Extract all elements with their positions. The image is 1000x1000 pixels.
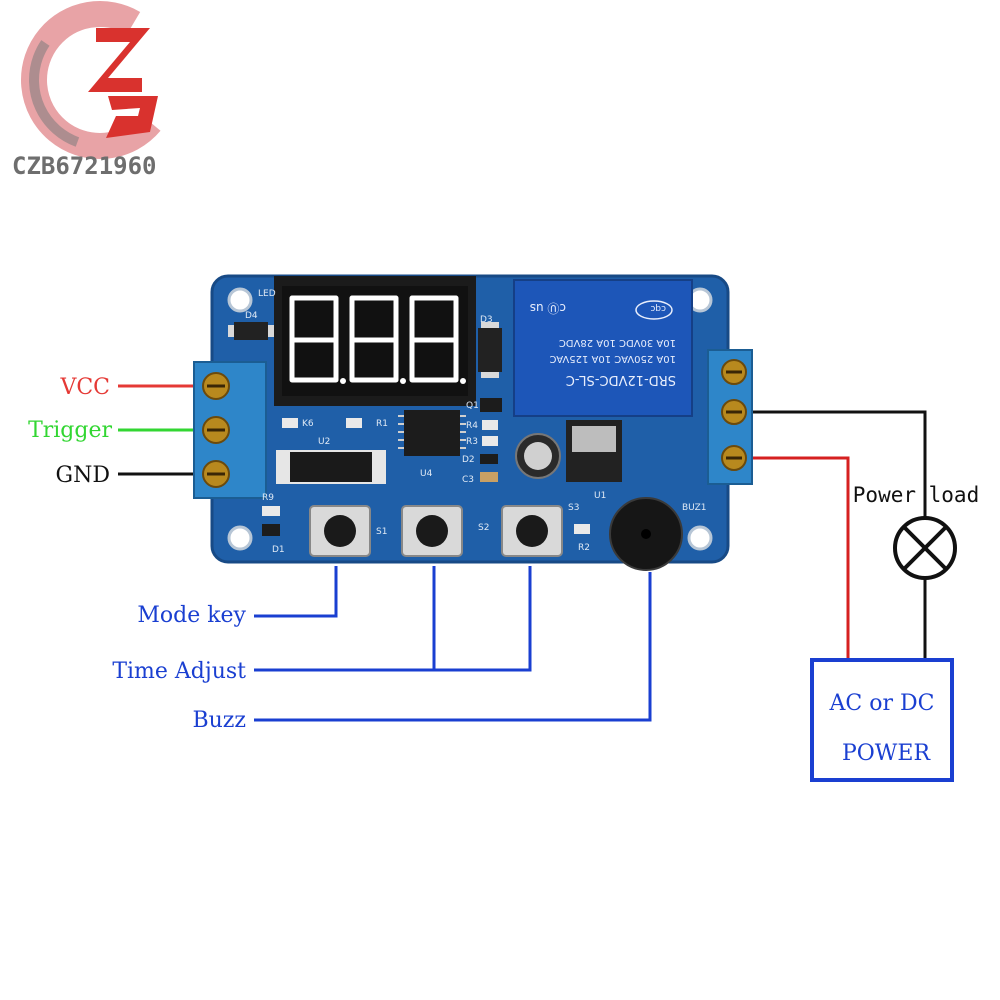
resistor-r4 xyxy=(482,420,498,430)
diode-d4 xyxy=(234,322,268,340)
silk-k6: K6 xyxy=(302,419,314,429)
mount-hole-bl xyxy=(227,525,253,551)
diode-d4-pad-l xyxy=(228,325,234,337)
silk-s3: S3 xyxy=(568,503,579,513)
logo-ring-shadow xyxy=(29,9,171,151)
buzzer-hole xyxy=(641,529,651,539)
label-trigger: Trigger xyxy=(28,418,112,443)
silk-d1: D1 xyxy=(272,545,285,555)
silk-q1: Q1 xyxy=(466,401,479,411)
output-wires xyxy=(738,410,927,660)
label-power-load: Power load xyxy=(853,483,979,507)
silk-r9: R9 xyxy=(262,493,274,503)
silk-d3: D3 xyxy=(480,315,493,325)
silk-s2: S2 xyxy=(478,523,489,533)
buzz-leader xyxy=(254,572,652,722)
silk-r4: R4 xyxy=(466,421,478,431)
time-adjust-2-cap[interactable] xyxy=(516,515,548,547)
relay-brand: cqc xyxy=(650,303,666,313)
relay-markings: SRD-12VDC-SL-C 10A 250VAC 10A 125VAC 10A… xyxy=(530,300,676,387)
logo-z-mark xyxy=(88,28,150,92)
diode-d3-pad-t xyxy=(481,322,499,328)
optocoupler-u2 xyxy=(290,452,372,482)
time-adjust-1-cap[interactable] xyxy=(416,515,448,547)
brand-logo: CZB6721960 xyxy=(12,1,179,180)
mount-hole-br xyxy=(687,525,713,551)
logo-b-mark xyxy=(106,96,158,138)
relay-rating-ac: 10A 250VAC 10A 125VAC xyxy=(549,353,676,364)
digit-3 xyxy=(409,295,459,383)
silk-u4: U4 xyxy=(420,469,433,479)
diode-d3 xyxy=(478,328,502,372)
decimal-point-3 xyxy=(460,378,466,384)
diode-d2 xyxy=(480,454,498,464)
time-adjust-button-2[interactable] xyxy=(501,505,563,557)
mode-key-leader xyxy=(254,566,338,618)
silk-r3: R3 xyxy=(466,437,478,447)
led-d1 xyxy=(262,524,280,536)
silk-s1: S1 xyxy=(376,527,387,537)
time-adjust-button-1[interactable] xyxy=(401,505,463,557)
silk-u2: U2 xyxy=(318,437,330,447)
annotation-lines xyxy=(254,566,652,722)
resistor-k6 xyxy=(282,418,298,428)
relay-rating-dc: 10A 30VDC 10A 28VDC xyxy=(559,337,676,348)
transistor-q1 xyxy=(480,398,502,412)
decimal-point-2 xyxy=(400,378,406,384)
label-vcc: VCC xyxy=(59,375,110,400)
mode-key-cap[interactable] xyxy=(324,515,356,547)
capacitor-top xyxy=(524,442,552,470)
digit-1 xyxy=(289,295,339,383)
label-time-adjust: Time Adjust xyxy=(112,659,246,684)
resistor-r3 xyxy=(482,436,498,446)
power-wire xyxy=(738,456,850,660)
lamp-symbol xyxy=(893,516,957,580)
relay-ul: cⓊ us xyxy=(530,301,566,315)
silk-d2: D2 xyxy=(462,455,475,465)
label-buzz: Buzz xyxy=(192,708,246,733)
load-wire-top xyxy=(738,410,927,520)
resistor-r1 xyxy=(346,418,362,428)
relay-cqc-mark xyxy=(635,300,673,320)
logo-text: CZB6721960 xyxy=(12,152,157,180)
mount-hole-tl xyxy=(227,287,253,313)
power-source-line2: POWER xyxy=(842,741,932,766)
power-source-box xyxy=(810,658,954,782)
label-gnd: GND xyxy=(56,463,110,488)
silk-led: LED xyxy=(258,289,276,299)
digit-2 xyxy=(349,295,399,383)
silk-c3: C3 xyxy=(462,475,474,485)
microcontroller-u4 xyxy=(404,410,460,456)
decimal-point-1 xyxy=(340,378,346,384)
u4-pins xyxy=(398,415,466,449)
relay-model: SRD-12VDC-SL-C xyxy=(566,372,676,387)
resistor-r2 xyxy=(574,524,590,534)
resistor-r9 xyxy=(262,506,280,516)
relay-board: LED D4 D3 SRD-12VDC-SL-C 10A 250VAC 10A … xyxy=(193,274,753,571)
capacitor-c3 xyxy=(480,472,498,482)
silk-buz1: BUZ1 xyxy=(682,503,707,513)
label-mode-key: Mode key xyxy=(137,603,246,628)
regulator-tab xyxy=(572,426,616,452)
silk-u1: U1 xyxy=(594,491,606,501)
input-screws xyxy=(202,372,230,488)
power-source-line1: AC or DC xyxy=(829,691,935,716)
mode-key-button[interactable] xyxy=(309,505,371,557)
diode-d3-pad-b xyxy=(481,372,499,378)
display-digits xyxy=(289,295,459,383)
silk-r1: R1 xyxy=(376,419,388,429)
diode-d4-pad-r xyxy=(268,325,274,337)
silk-d4: D4 xyxy=(245,311,258,321)
output-screws xyxy=(721,359,747,471)
time-adjust-leader xyxy=(254,566,532,672)
silk-r2: R2 xyxy=(578,543,590,553)
lamp-cross-b xyxy=(902,525,948,571)
